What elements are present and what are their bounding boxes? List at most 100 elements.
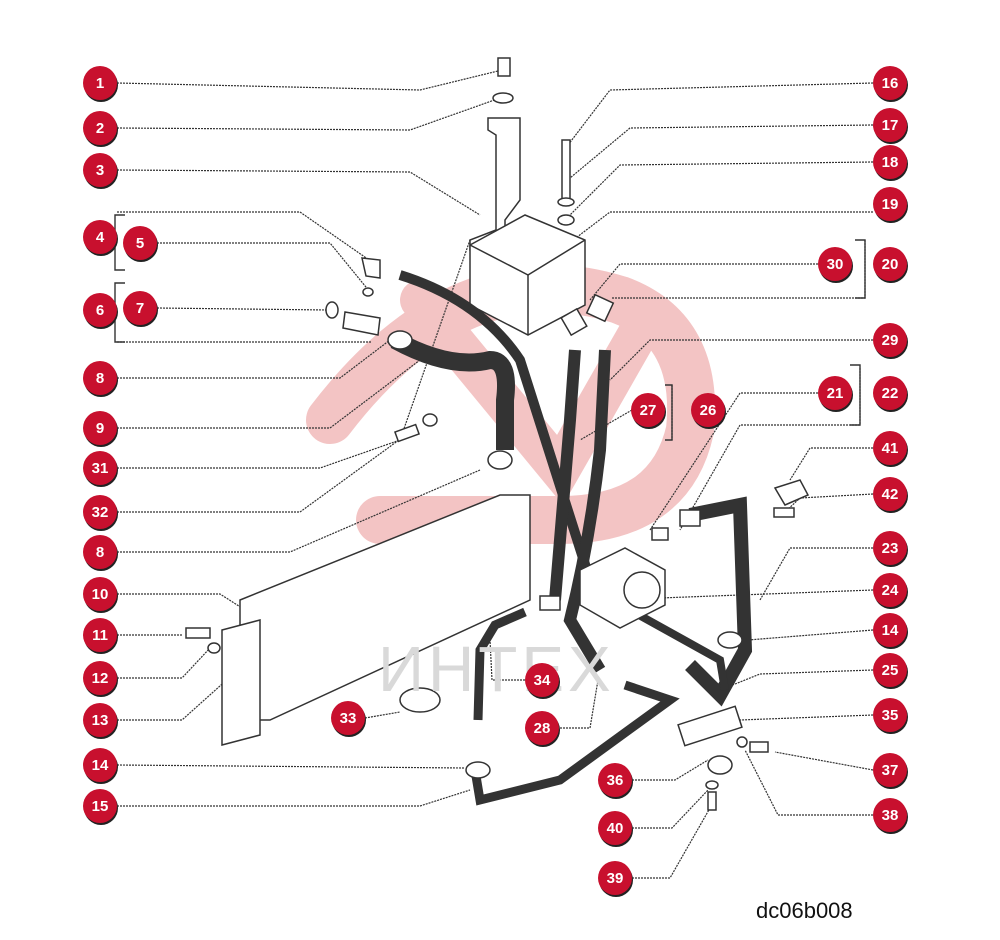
bracket-20 [855, 239, 866, 299]
callout-26: 26 [691, 393, 725, 427]
diagram-code: dc06b008 [756, 898, 853, 923]
bolt-part-1 [497, 57, 511, 77]
bolt-part-37 [749, 741, 769, 753]
leader-35 [739, 714, 874, 721]
callout-22: 22 [873, 376, 907, 410]
leader-13 [117, 667, 241, 721]
leader-41 [789, 447, 873, 481]
clamp-part-36 [707, 755, 733, 775]
valve-block-edge [469, 244, 529, 276]
hose-part-27 [549, 349, 581, 601]
leader-34 [489, 639, 525, 681]
washer-part-40 [705, 780, 719, 790]
valve-block-edge-2 [527, 239, 586, 276]
leader-30 [589, 263, 818, 301]
oring-part-7 [325, 301, 339, 319]
leader-32 [117, 431, 411, 513]
fitting-part-6 [342, 311, 381, 336]
callout-28: 28 [525, 711, 559, 745]
fitting-part-22 [679, 509, 701, 527]
leader-24 [659, 589, 874, 599]
leader-25 [719, 669, 874, 691]
callout-35: 35 [873, 698, 907, 732]
callout-13: 13 [83, 703, 117, 737]
leader-8-bottom [117, 469, 481, 553]
callout-37: 37 [873, 753, 907, 787]
fitting-part-14-left [465, 761, 491, 779]
callout-5: 5 [123, 226, 157, 260]
callout-31: 31 [83, 451, 117, 485]
callout-25: 25 [873, 653, 907, 687]
leader-12 [117, 647, 211, 679]
callout-42: 42 [873, 477, 907, 511]
clip-part-41 [773, 479, 810, 506]
bolt-part-31 [393, 423, 421, 443]
fitting-part-14-right [717, 631, 743, 649]
leader-7 [156, 307, 329, 311]
callout-34: 34 [525, 663, 559, 697]
leader-9 [117, 359, 421, 429]
callout-9: 9 [83, 411, 117, 445]
pipe-part-15 [470, 680, 680, 806]
leader-37 [774, 751, 874, 771]
fitting-part-21 [651, 527, 669, 541]
callout-20: 20 [873, 247, 907, 281]
callout-12: 12 [83, 661, 117, 695]
hose-part-29 [398, 270, 595, 582]
callout-14-left: 14 [83, 748, 117, 782]
leader-16 [567, 82, 874, 146]
callout-30: 30 [818, 247, 852, 281]
callout-18: 18 [873, 145, 907, 179]
fitting-part-20-b [585, 293, 615, 323]
leader-4 [117, 211, 373, 263]
pipe-part-34 [473, 607, 527, 721]
watermark-text: ИНТЕХ [378, 633, 615, 705]
leader-23 [759, 547, 873, 601]
hose-part-28 [563, 349, 611, 674]
leader-1 [116, 69, 503, 91]
callout-8-top: 8 [83, 361, 117, 395]
plate-part-35 [677, 705, 743, 747]
leader-14-left [116, 764, 466, 769]
clamp-part-8-bottom [487, 450, 513, 470]
callout-11: 11 [83, 618, 117, 652]
callout-19: 19 [873, 187, 907, 221]
cooler-bracket-part-13 [221, 619, 261, 746]
pipe-part-25 [628, 606, 729, 691]
callout-27: 27 [631, 393, 665, 427]
washer-part-17 [557, 197, 575, 207]
callout-4: 4 [83, 220, 117, 254]
hose-part-23 [685, 496, 753, 707]
motor-face-part-24 [623, 571, 661, 609]
callout-38: 38 [873, 798, 907, 832]
nut-part-12 [207, 642, 221, 654]
callout-39: 39 [598, 861, 632, 895]
leader-3 [116, 169, 481, 216]
washer-part-32 [422, 413, 438, 427]
parts [185, 57, 810, 811]
callout-3: 3 [83, 153, 117, 187]
leader-38 [744, 749, 873, 816]
leader-36 [632, 759, 709, 781]
bracket-26 [665, 384, 673, 441]
cap-part-33 [399, 687, 441, 713]
bolt-part-11 [185, 627, 211, 639]
leader-15 [117, 789, 471, 807]
callout-24: 24 [873, 573, 907, 607]
leader-28 [560, 679, 599, 729]
callout-2: 2 [83, 111, 117, 145]
callout-40: 40 [598, 811, 632, 845]
bolt-part-39 [707, 791, 717, 811]
clamp-part-8-top [387, 330, 413, 350]
callout-41: 41 [873, 431, 907, 465]
leader-10 [117, 593, 243, 609]
bolt-part-42 [773, 507, 795, 518]
callout-14-right: 14 [873, 613, 907, 647]
callout-21: 21 [818, 376, 852, 410]
leader-14-right [747, 629, 874, 641]
leader-33 [364, 711, 401, 719]
leader-18 [569, 161, 874, 216]
elbow-fitting-part-4 [361, 257, 381, 279]
leader-2 [116, 97, 501, 131]
